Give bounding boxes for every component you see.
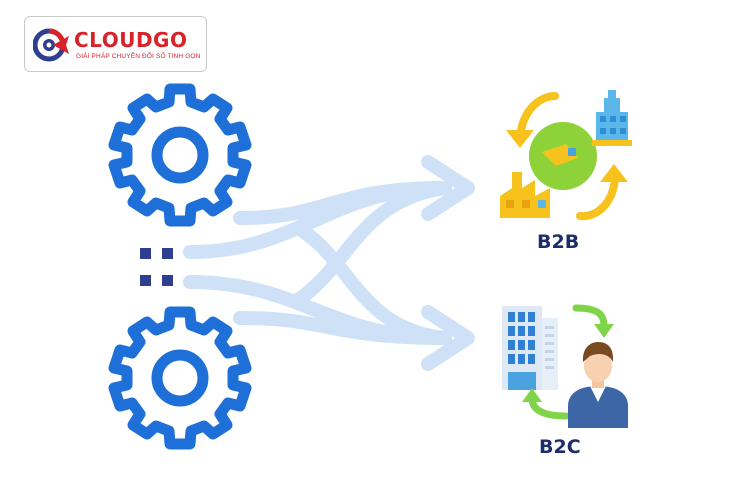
gear-icon-bottom — [114, 312, 246, 444]
brand-name: CLOUDGO — [74, 28, 188, 52]
b2c-illustration-icon — [502, 304, 628, 428]
brand-tagline: GIẢI PHÁP CHUYỂN ĐỔI SỐ TINH GỌN — [76, 53, 201, 60]
brand-logo: CLOUDGO GIẢI PHÁP CHUYỂN ĐỔI SỐ TINH GỌN — [24, 16, 207, 72]
cloudgo-logo-icon — [33, 28, 69, 62]
b2c-label: B2C — [539, 436, 581, 458]
flow-arrows — [183, 155, 475, 371]
flow-line-branch-upper — [291, 221, 452, 345]
arrowhead-top — [421, 155, 475, 221]
flow-line-bottom — [233, 311, 452, 345]
b2b-label: B2B — [537, 231, 580, 253]
gear-icon-top — [114, 89, 246, 221]
arrowhead-bottom — [421, 305, 475, 371]
dots-icon — [140, 248, 173, 286]
b2b-illustration-icon — [500, 90, 632, 221]
flow-line-upper-cross — [183, 181, 452, 259]
flow-line-branch-lower — [291, 181, 452, 307]
